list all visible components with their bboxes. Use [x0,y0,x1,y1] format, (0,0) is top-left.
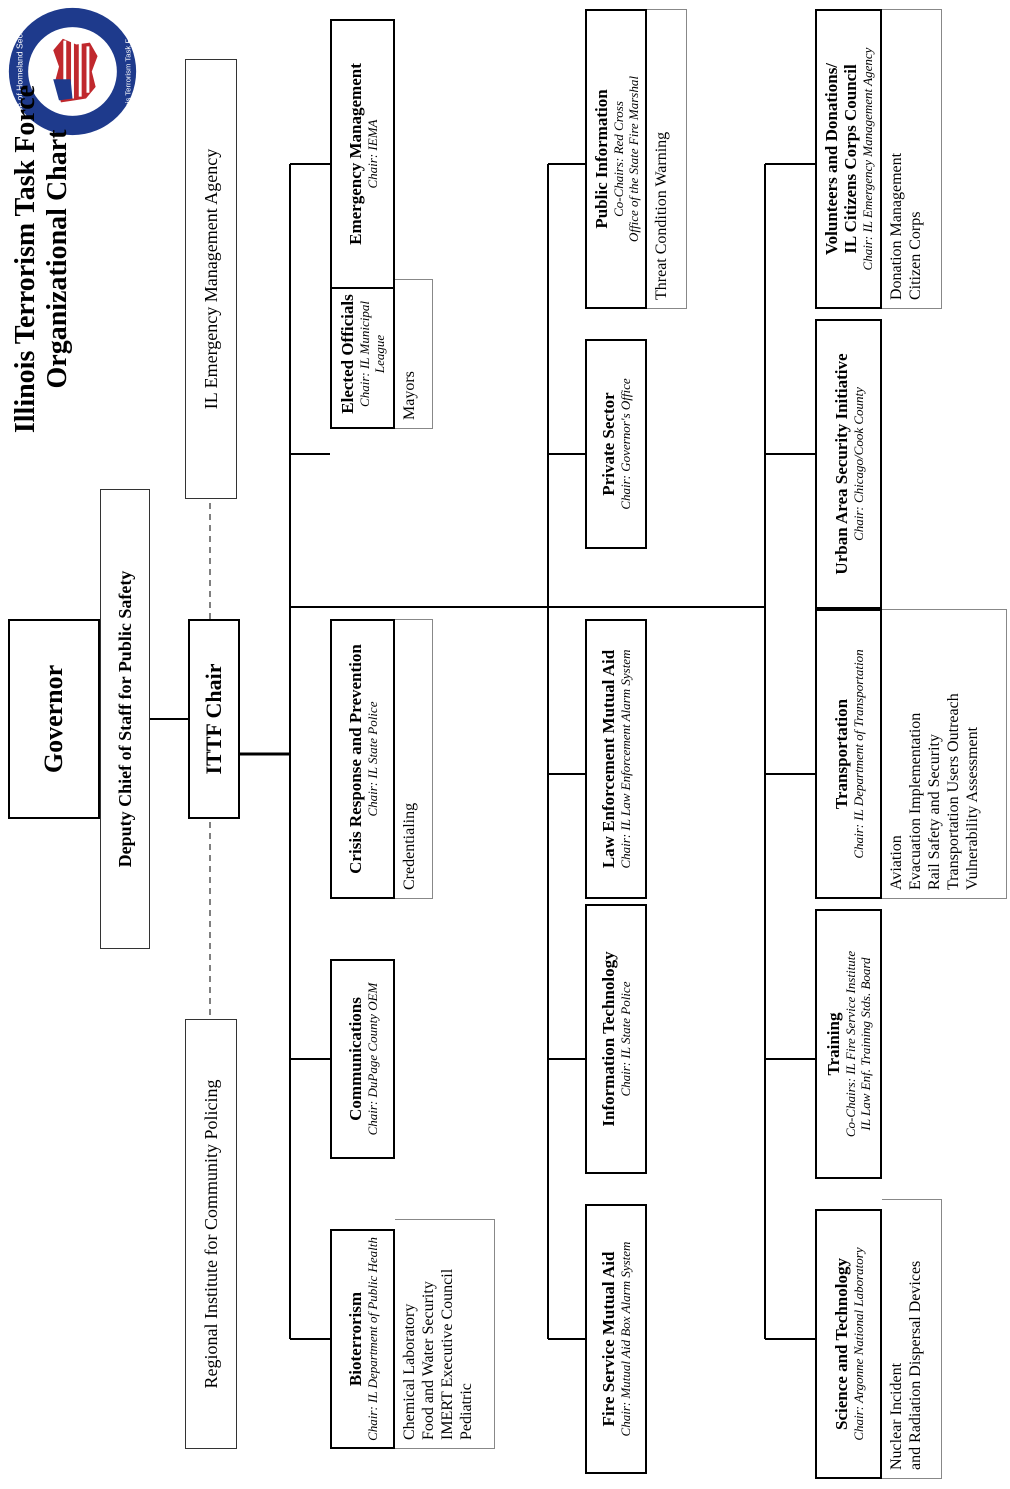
svg-text:Office of Homeland Security: Office of Homeland Security [14,17,24,125]
subcommittee-item: Evacuation Implementation [907,712,924,890]
deputy-chief-box: Deputy Chief of Staff for Public Safety [100,489,150,949]
ittf-chair-box: ITTF Chair [188,619,240,819]
committee-subitems: Threat Condition Warning [647,9,687,309]
ittf-chair-label: ITTF Chair [201,663,226,775]
committee-title: Public Information [591,89,611,229]
committee-title: IL Citizens Corps Council [841,64,860,254]
homeland-security-seal: Office of Homeland Security Illinois Ter… [8,7,137,136]
committee-title: Law Enforcement Mutual Aid [599,649,618,869]
subcommittee-item: Credentialing [401,802,418,890]
committee-title: Information Technology [599,951,618,1127]
subcommittee-item: Chemical Laboratory [401,1303,418,1440]
governor-box: Governor [8,619,100,819]
committee-title: Elected Officials [338,294,357,414]
committee-title: Urban Area Security Initiative [831,353,851,575]
committee-title: Training [824,1012,843,1076]
committee-chair: Chair: IL Law Enforcement Alarm System [618,649,633,869]
committee-chair: Chair: IL Municipal League [357,301,387,407]
committee-chair: Chair: IL Emergency Management Agency [860,47,875,271]
svg-text:Illinois Terrorism Task Force: Illinois Terrorism Task Force [123,24,132,119]
committee-title: Bioterrorism [345,1291,365,1387]
committee-chair: Chair: Governor's Office [618,378,633,510]
committee-title: Fire Service Mutual Aid [599,1251,618,1427]
regional-institute-box: Regional Institute for Community Policin… [185,1019,237,1449]
subcommittee-item: Citizen Corps [907,211,924,300]
committee-chair: Chair: IL Department of Transportation [850,649,866,859]
committee-chair: Office of the State Fire Marshal [625,76,641,242]
subcommittee-item: IMERT Executive Council [439,1268,456,1440]
committee-chair: Chair: Argonne National Laboratory [850,1247,866,1441]
subcommittee-item: Donation Management [888,152,905,300]
ilema-label: IL Emergency Management Agency [200,148,221,410]
deputy-chief-label: Deputy Chief of Staff for Public Safety [114,570,135,868]
committee-subitems: Mayors [395,279,433,429]
subcommittee-item: Rail Safety and Security [926,734,943,890]
subcommittee-item: Threat Condition Warning [653,131,670,300]
regional-institute-label: Regional Institute for Community Policin… [200,1079,221,1389]
committee-chair: Co-Chairs: Red Cross [610,101,626,217]
subcommittee-item: Vulnerability Assessment [964,726,981,890]
governor-label: Governor [39,664,68,774]
committee-chair: Chair: Chicago/Cook County [850,387,866,541]
subcommittee-item: Transportation Users Outreach [945,693,962,890]
committee-title: Science and Technology [831,1258,851,1430]
subcommittee-item: and Radiation Dispersal Devices [907,1260,924,1470]
committee-subitems: Credentialing [395,619,433,899]
committee-chair: Chair: IL State Police [364,701,380,817]
subcommittee-item: Aviation [888,835,905,890]
committee-title: Crisis Response and Prevention [345,644,365,874]
chart-title-line: Illinois Terrorism Task Force [10,84,41,434]
committee-chair: IL Law Enf. Training Stds. Board [858,957,873,1131]
committee-title: Transportation [831,698,851,810]
ilema-box: IL Emergency Management Agency [185,59,237,499]
committee-chair: Chair: Mutual Aid Box Alarm System [618,1241,633,1437]
subcommittee-item: Food and Water Security [420,1281,437,1440]
chart-title-line: Organizational Chart [42,129,73,389]
committee-title: Communications [345,997,365,1121]
committee-title: Emergency Management [345,63,365,245]
subcommittee-item: Nuclear Incident [888,1362,905,1470]
committee-box: Volunteers and Donations/IL Citizens Cor… [815,9,882,309]
committee-chair: Chair: DuPage County OEM [364,982,380,1136]
subcommittee-item: Pediatric [458,1383,475,1440]
chart-title: Illinois Terrorism Task Force Organizati… [10,29,74,489]
committee-title: Volunteers and Donations/ [822,62,841,256]
committee-chair: Chair: IL State Police [618,981,633,1097]
committee-chair: Co-Chairs: IL Fire Service Institute [843,950,858,1138]
committee-chair: Chair: IEMA [364,119,380,189]
subcommittee-item: Mayors [401,371,418,420]
committee-title: Private Sector [599,392,618,496]
committee-chair: Chair: IL Department of Public Health [364,1237,380,1441]
